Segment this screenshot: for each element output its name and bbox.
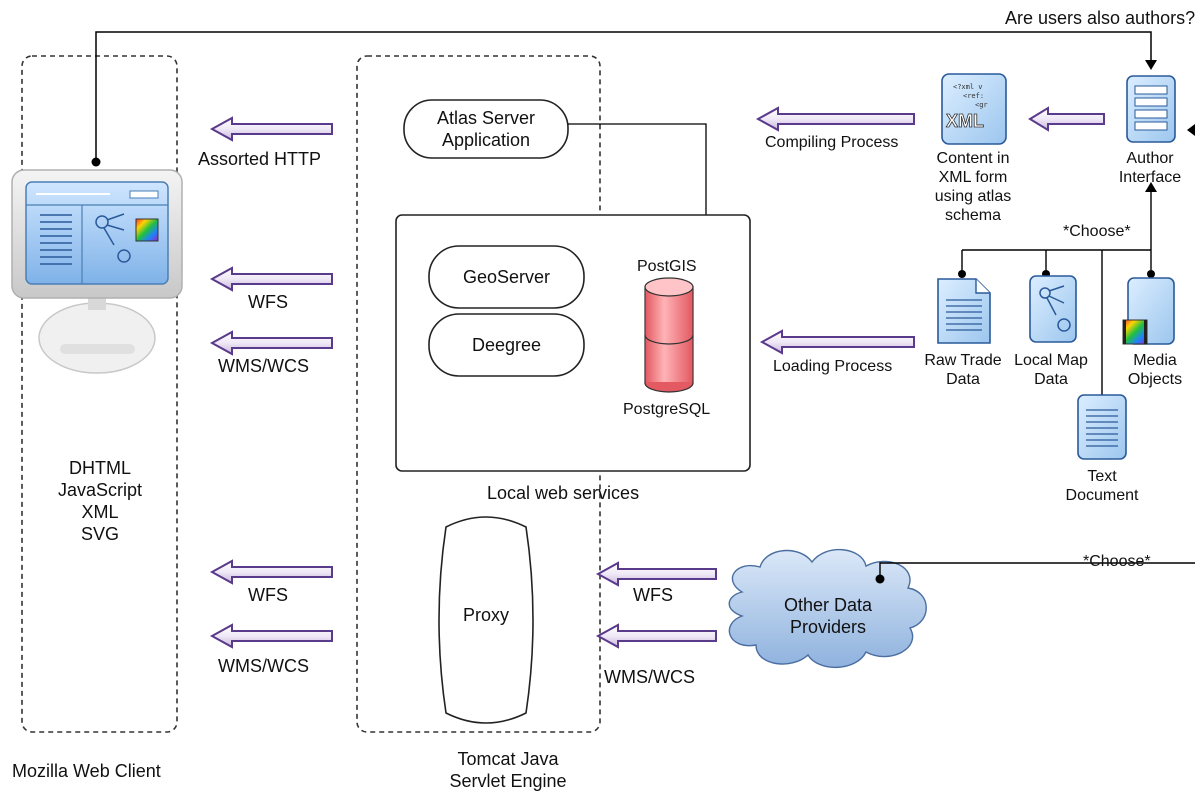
text-doc-line1: Text <box>1087 468 1117 485</box>
local-map-data-icon <box>1029 275 1077 343</box>
geoserver-label: GeoServer <box>462 267 551 287</box>
feedback-line <box>95 31 1152 160</box>
arrow-wfs-proxy <box>595 561 717 587</box>
choose-label: *Choose* <box>1063 223 1131 240</box>
client-title: Mozilla Web Client <box>12 761 161 781</box>
wms-proxy-label: WMS/WCS <box>604 667 695 687</box>
xml-caption-line1: Content in <box>936 150 1010 167</box>
media-line1: Media <box>1133 352 1177 369</box>
postgis-label: PostGIS <box>637 258 697 275</box>
wfs-top-label: WFS <box>248 292 288 312</box>
xml-document-icon: <?xml v <ref: <gr XML <box>941 73 1007 145</box>
local-map-line1: Local Map <box>1014 352 1088 369</box>
xml-caption-line4: schema <box>944 207 1002 224</box>
providers-choose-label: *Choose* <box>1083 553 1151 570</box>
arrow-compiling <box>755 106 915 132</box>
raw-trade-line2: Data <box>946 371 980 388</box>
server-title-line1: Tomcat Java <box>457 749 559 769</box>
raw-trade-line1: Raw Trade <box>924 352 1002 369</box>
tech-xml: XML <box>81 502 119 522</box>
author-caption: Author Interface <box>1108 149 1192 187</box>
deegree-box <box>428 313 585 377</box>
arrow-assorted-http <box>209 116 333 142</box>
arrow-wms-proxy <box>595 623 717 649</box>
raw-trade-data-icon <box>937 278 991 344</box>
providers-choose-line <box>879 562 1195 578</box>
text-document-icon <box>1077 394 1127 460</box>
local-services-label: Local web services <box>487 483 640 503</box>
wfs-bottom-label: WFS <box>248 585 288 605</box>
local-map-caption: Local Map Data <box>1008 351 1094 389</box>
feedback-arrowhead <box>1145 60 1157 70</box>
xml-caption: Content in XML form using atlas schema <box>915 149 1031 225</box>
server-title: Tomcat Java Servlet Engine <box>398 748 618 792</box>
client-container <box>21 55 178 733</box>
raw-trade-caption: Raw Trade Data <box>915 351 1011 389</box>
server-container <box>356 55 601 733</box>
author-caption-line2: Interface <box>1118 169 1182 186</box>
xml-tag: XML <box>946 111 984 131</box>
providers-line1: Other Data <box>783 595 873 615</box>
xml-caption-line3: using atlas <box>934 188 1012 205</box>
tech-javascript: JavaScript <box>57 480 143 500</box>
loading-label: Loading Process <box>773 358 893 375</box>
tech-svg: SVG <box>80 524 119 544</box>
computer-icon <box>11 169 183 374</box>
media-line2: Objects <box>1127 371 1183 388</box>
deegree-label: Deegree <box>471 335 542 355</box>
wfs-proxy-label: WFS <box>633 585 673 605</box>
xml-snippet-1: <?xml v <box>953 83 983 91</box>
atlas-server-box <box>403 99 569 159</box>
assorted-http-label: Assorted HTTP <box>198 149 322 169</box>
wms-bottom-label: WMS/WCS <box>218 656 309 676</box>
question-label: Are users also authors? <box>1005 8 1195 28</box>
choose-connector <box>961 188 1152 395</box>
feedback-dot <box>91 157 101 167</box>
proxy-label: Proxy <box>462 605 509 625</box>
tech-dhtml: DHTML <box>69 458 131 478</box>
providers-dot <box>875 574 885 584</box>
author-caption-line1: Author <box>1126 150 1174 167</box>
arrow-wfs-bottom <box>209 559 333 585</box>
media-caption: Media Objects <box>1120 351 1190 389</box>
text-doc-caption: Text Document <box>1060 467 1144 505</box>
compiling-label: Compiling Process <box>765 134 899 151</box>
proxy-shape <box>438 516 534 724</box>
author-input-arrowhead <box>1187 124 1195 136</box>
providers-line2: Providers <box>789 617 866 637</box>
client-tech-list: DHTML JavaScript XML SVG <box>25 457 175 545</box>
choose-arrowhead <box>1145 182 1157 192</box>
arrow-wfs-top <box>209 266 333 292</box>
xml-caption-line2: XML form <box>938 169 1008 186</box>
postgresql-database-icon <box>644 277 694 393</box>
media-objects-icon <box>1122 277 1175 345</box>
server-title-line2: Servlet Engine <box>449 771 567 791</box>
local-map-line2: Data <box>1034 371 1068 388</box>
xml-snippet-2: <ref: <box>963 92 984 100</box>
postgresql-label: PostgreSQL <box>623 401 711 418</box>
text-doc-line2: Document <box>1065 487 1139 504</box>
author-interface-icon <box>1126 75 1176 143</box>
xml-snippet-3: <gr <box>975 101 988 109</box>
arrow-xml-from-author <box>1028 106 1105 132</box>
arrow-wms-bottom <box>209 623 333 649</box>
atlas-label-line2: Application <box>441 130 531 150</box>
arrow-wms-top <box>209 330 333 356</box>
arrow-loading <box>759 329 915 355</box>
wms-top-label: WMS/WCS <box>218 356 309 376</box>
geoserver-box <box>428 245 585 309</box>
atlas-label-line1: Atlas Server <box>436 108 536 128</box>
